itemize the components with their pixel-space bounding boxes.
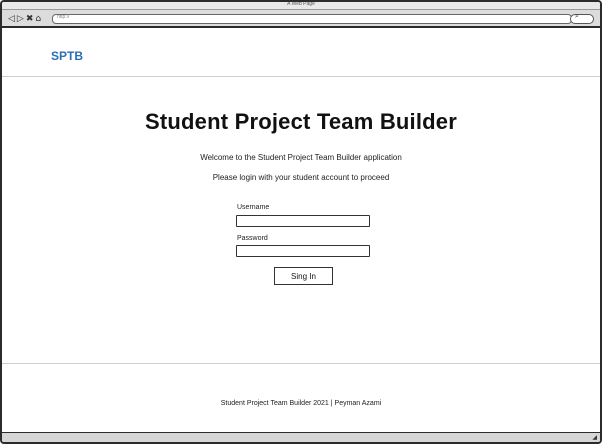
title-bar: A Web Page bbox=[2, 2, 600, 10]
stop-icon[interactable]: ✖ bbox=[25, 14, 34, 24]
password-input[interactable] bbox=[236, 245, 370, 257]
forward-arrow-icon[interactable]: ▷ bbox=[16, 14, 24, 24]
site-header: SPTB bbox=[2, 29, 600, 77]
window-title: A Web Page bbox=[287, 1, 315, 7]
nav-buttons: ◁ ▷ ✖ ⌂ bbox=[8, 13, 41, 25]
login-prompt: Please login with your student account t… bbox=[212, 173, 390, 182]
welcome-text: Welcome to the Student Project Team Buil… bbox=[200, 153, 402, 162]
username-label: Username bbox=[237, 204, 270, 211]
sign-in-button[interactable]: Sing In bbox=[274, 267, 333, 285]
login-section: Student Project Team Builder Welcome to … bbox=[2, 78, 600, 363]
address-bar[interactable]: http:// bbox=[52, 14, 572, 24]
username-input[interactable] bbox=[236, 215, 370, 227]
search-icon: ⌕ bbox=[575, 13, 579, 20]
back-arrow-icon[interactable]: ◁ bbox=[8, 14, 15, 24]
site-footer: Student Project Team Builder 2021 | Peym… bbox=[2, 363, 600, 433]
page-title: Student Project Team Builder bbox=[144, 109, 458, 134]
password-label: Password bbox=[237, 235, 268, 242]
browser-toolbar: ◁ ▷ ✖ ⌂ http:// ⌕ bbox=[2, 10, 600, 28]
browser-search-box[interactable]: ⌕ bbox=[570, 13, 594, 24]
status-bar: ◢ bbox=[2, 432, 600, 442]
home-icon[interactable]: ⌂ bbox=[35, 14, 42, 24]
footer-text: Student Project Team Builder 2021 | Peym… bbox=[220, 400, 382, 407]
url-text: http:// bbox=[57, 14, 70, 20]
resize-handle-icon[interactable]: ◢ bbox=[592, 435, 597, 441]
brand-logo-link[interactable]: SPTB bbox=[51, 49, 84, 63]
